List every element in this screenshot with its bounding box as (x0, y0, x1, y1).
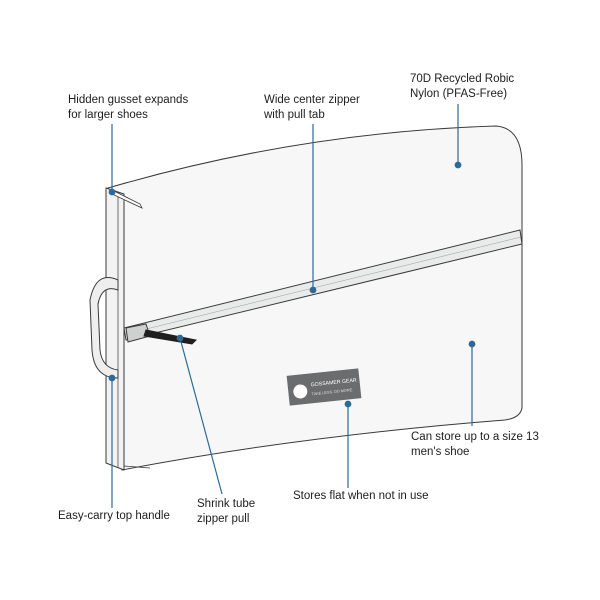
dot-nylon (454, 161, 462, 169)
callout-capacity-line1: Can store up to a size 13 (411, 431, 539, 443)
callout-zipper-line1: Wide center zipper (264, 94, 360, 106)
callout-gusset-line1: Hidden gusset expands (68, 94, 189, 106)
callout-handle-line1: Easy-carry top handle (58, 510, 170, 522)
callout-capacity-line2: men's shoe (411, 446, 470, 458)
callout-pull-line1: Shrink tube (197, 498, 256, 510)
callout-nylon-line1: 70D Recycled Robic (410, 73, 515, 85)
leader-pull (179, 337, 223, 495)
bag-body (107, 125, 523, 471)
callout-flat-line1: Stores flat when not in use (293, 490, 429, 502)
shoe-bag-illustration (89, 125, 523, 471)
side-gusset (105, 187, 125, 471)
leader-lines (108, 104, 476, 508)
dot-zipper (309, 286, 317, 294)
callout-handle: Easy-carry top handle (58, 509, 170, 524)
dot-handle (108, 374, 116, 382)
logo-patch: GOSSAMER GEAR TAKE LESS. DO MORE. (286, 368, 362, 406)
logo-brand: GOSSAMER GEAR (310, 378, 357, 389)
dot-capacity (468, 340, 476, 348)
dot-pull (176, 334, 184, 342)
callout-capacity: Can store up to a size 13 men's shoe (411, 430, 539, 460)
carry-handle (89, 277, 119, 379)
callout-pull-line2: zipper pull (197, 513, 250, 525)
zipper-center-line (125, 236, 522, 335)
dot-flat (344, 400, 352, 408)
callout-pull: Shrink tube zipper pull (197, 497, 255, 527)
callout-gusset-line2: for larger shoes (68, 109, 148, 121)
callout-zipper-line2: with pull tab (264, 109, 325, 121)
callout-flat: Stores flat when not in use (293, 489, 429, 504)
callout-nylon: 70D Recycled Robic Nylon (PFAS-Free) (410, 72, 514, 102)
logo-mark-icon (293, 384, 308, 399)
callout-gusset: Hidden gusset expands for larger shoes (68, 93, 188, 123)
bottom-seam (123, 465, 151, 469)
callout-nylon-line2: Nylon (PFAS-Free) (410, 88, 508, 100)
zipper-tape (123, 229, 523, 341)
dot-gusset (108, 188, 116, 196)
callout-zipper: Wide center zipper with pull tab (264, 93, 360, 123)
logo-tagline: TAKE LESS. DO MORE. (311, 388, 353, 396)
